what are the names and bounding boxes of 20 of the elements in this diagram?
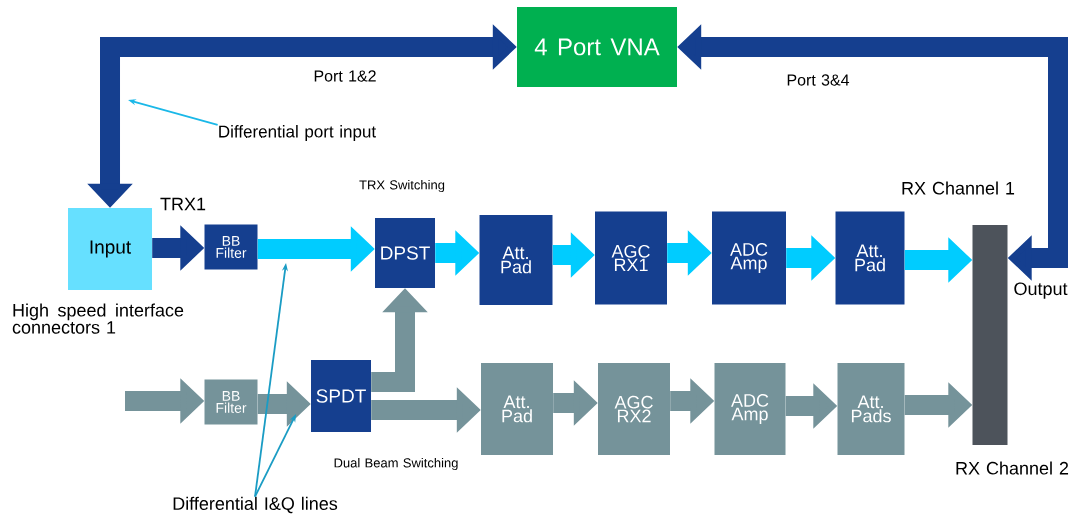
output-bar [972,225,1008,445]
process-box: AGC RX1 [595,211,667,305]
process-box: ADC Amp [712,211,786,305]
label-text: TRX Switching [359,179,445,193]
label-text: RX Channel 1 [902,181,1015,195]
process-box: Att. Pad [479,215,553,305]
switch-box: DPST [375,218,435,288]
label-text: RX Channel 2 [956,461,1069,475]
label-text: Dual Beam Switching [334,457,458,471]
instrument-box: 4 Port VNA [517,7,677,87]
label-text: TRX1 [160,197,206,211]
process-box: Att. Pad [835,211,905,305]
callout-text: Differential I&Q lines [173,496,338,514]
switch-box: SPDT [311,360,371,432]
edge-label: Port 3&4 [785,73,851,87]
caption-text: Output [1014,282,1068,299]
input-box: Input [68,208,152,290]
callout-text: Differential port input [219,125,376,141]
edge-label: Port 1&2 [312,69,378,83]
caption-text: High speed interface connectors 1 [12,303,184,334]
